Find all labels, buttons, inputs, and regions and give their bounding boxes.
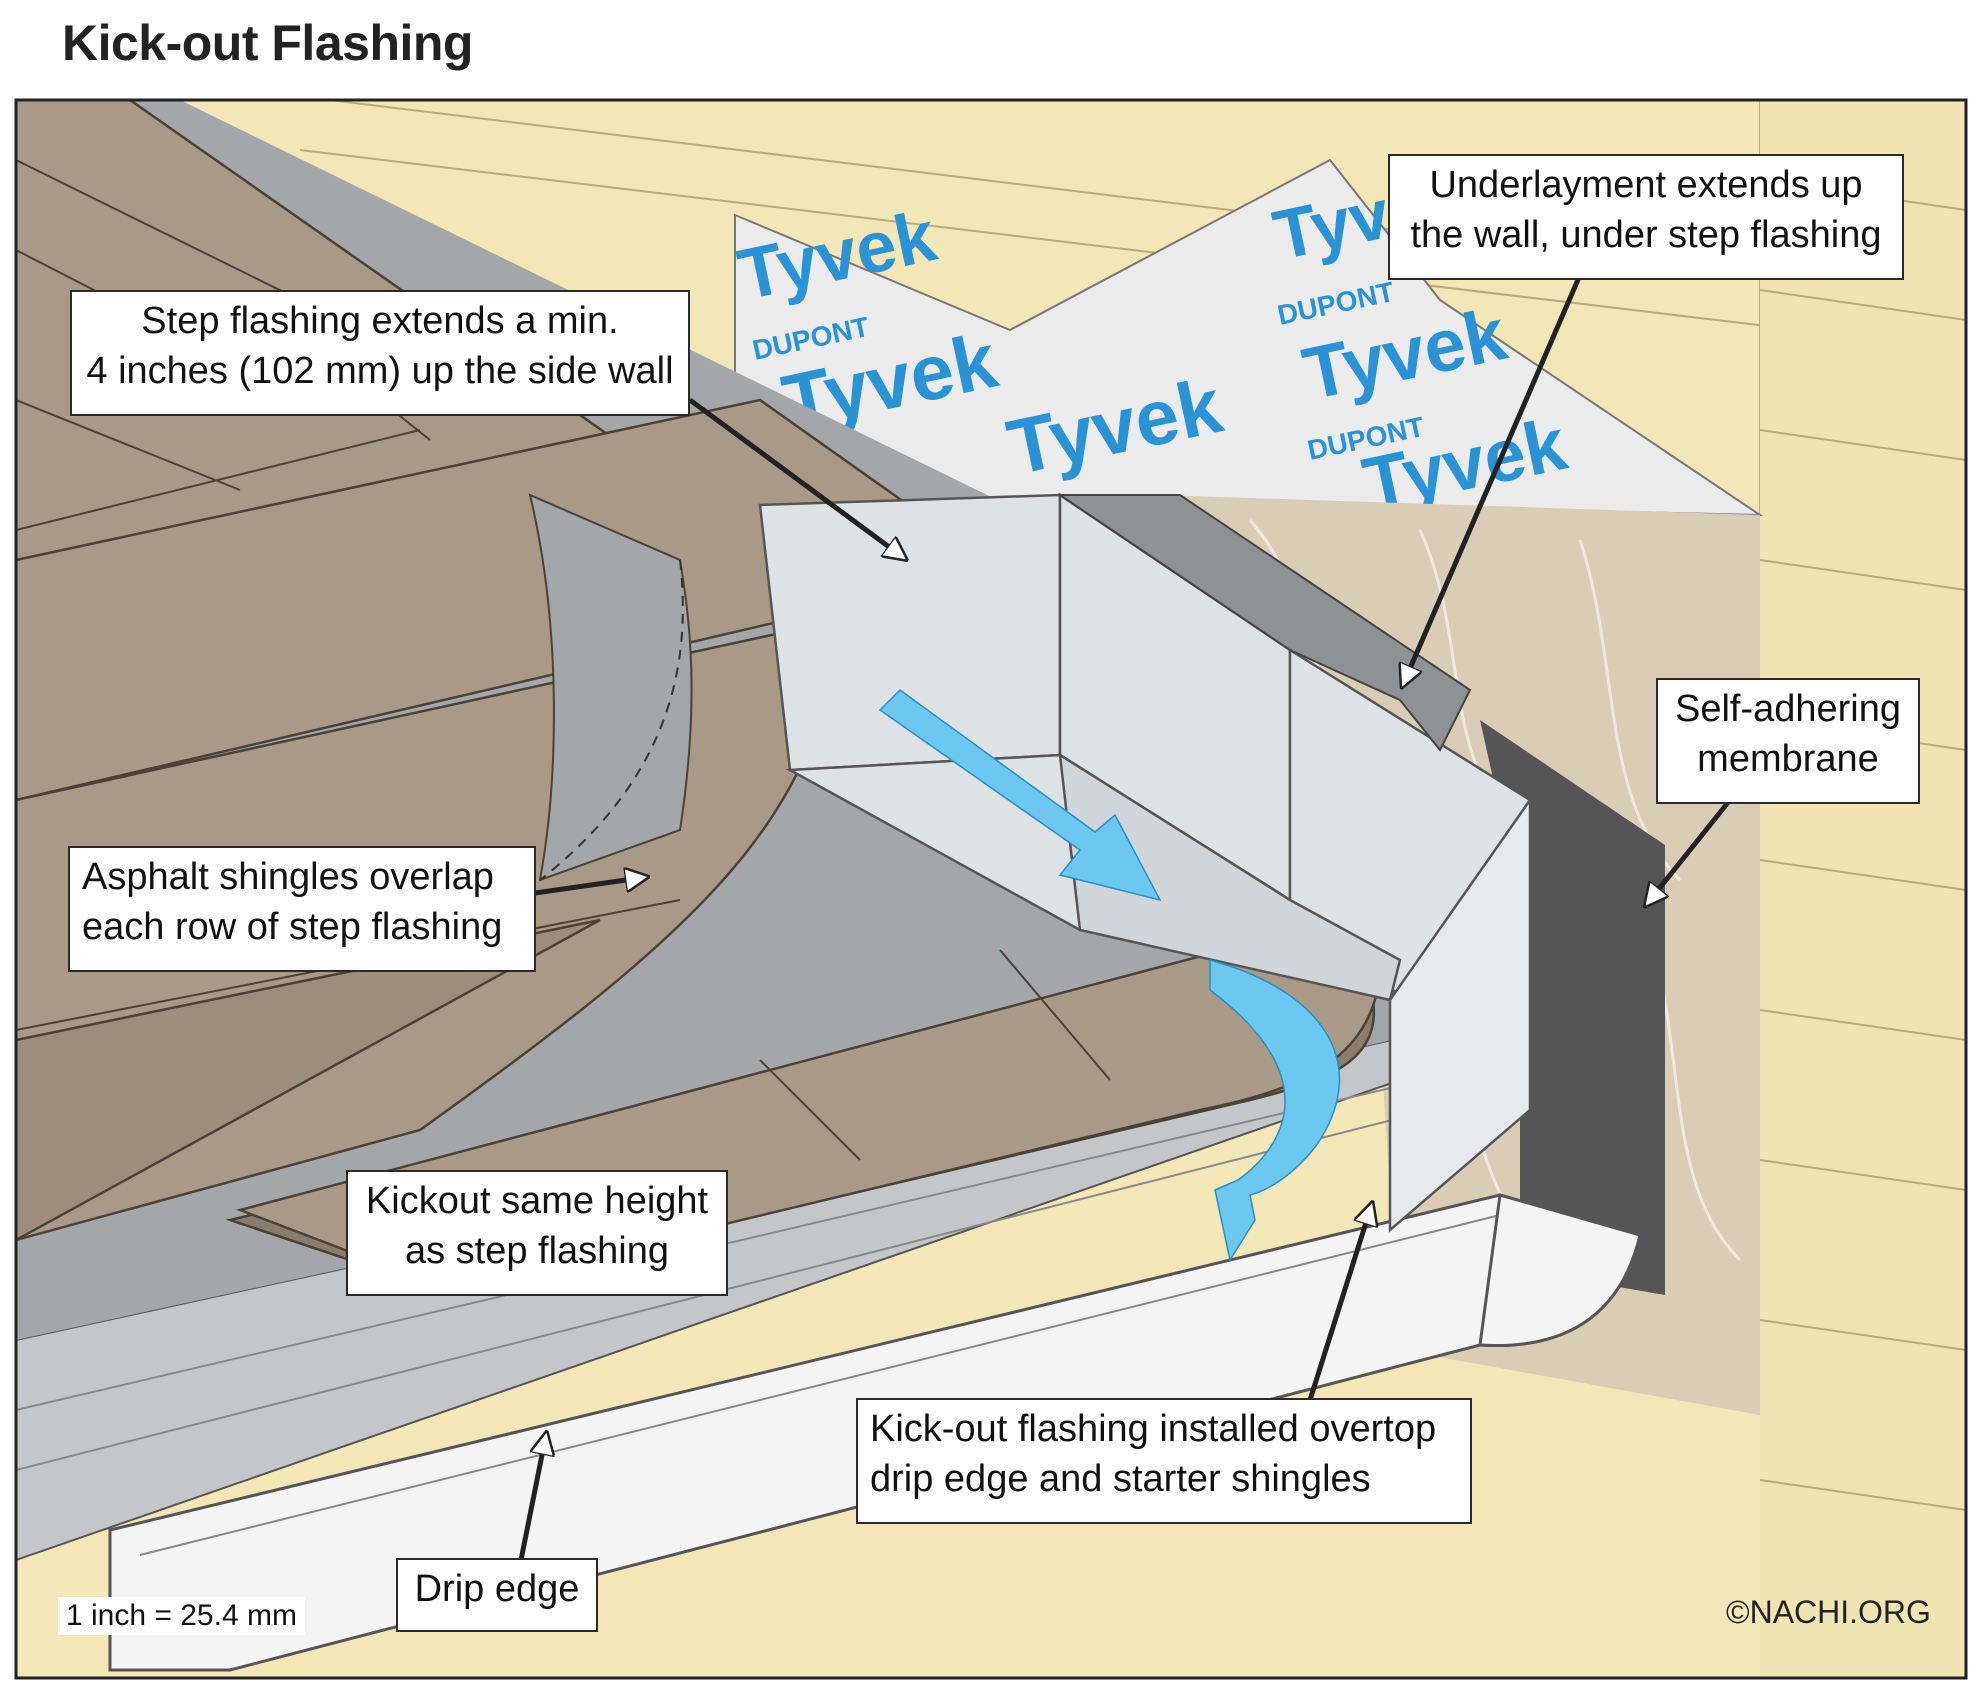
callout-kickout-height-line-2: as step flashing xyxy=(404,1230,670,1272)
water-flow-arrow-upper xyxy=(878,689,1162,902)
leader-self-adhering xyxy=(1650,798,1732,900)
gutter-end-cap xyxy=(1478,1193,1642,1348)
underlayment-edge xyxy=(1056,494,1472,752)
callout-step-flashing: Step flashing extends a min. 4 inches (1… xyxy=(70,290,690,416)
callout-kickout-installed-line-1: Kick-out flashing installed overtop xyxy=(870,1408,1437,1450)
leader-step-flashing xyxy=(688,397,900,555)
callout-underlayment-line-1: Underlayment extends up xyxy=(1429,164,1863,206)
callout-self-adhering-line-2: membrane xyxy=(1697,738,1879,780)
callout-shingles-overlap-line-2: each row of step flashing xyxy=(82,906,503,948)
side-wall-siding xyxy=(1760,100,1966,1678)
callout-shingles-overlap: Asphalt shingles overlap each row of ste… xyxy=(68,846,536,972)
callout-self-adhering-line-1: Self-adhering xyxy=(1674,688,1902,730)
callout-kickout-height: Kickout same height as step flashing xyxy=(346,1170,728,1296)
callout-leaders xyxy=(517,274,1732,1566)
scale-note: 1 inch = 25.4 mm xyxy=(58,1597,305,1635)
callout-kickout-installed-line-2: drip edge and starter shingles xyxy=(870,1458,1371,1500)
callout-kickout-height-line-1: Kickout same height xyxy=(365,1180,709,1222)
callout-underlayment: Underlayment extends up the wall, under … xyxy=(1388,154,1904,280)
leader-drip-edge xyxy=(517,1440,545,1566)
callout-underlayment-line-2: the wall, under step flashing xyxy=(1410,214,1882,256)
callout-step-flashing-line-1: Step flashing extends a min. xyxy=(141,300,619,342)
callout-drip-edge-line-1: Drip edge xyxy=(414,1568,580,1610)
callout-shingles-overlap-line-1: Asphalt shingles overlap xyxy=(82,856,494,898)
leader-shingles xyxy=(534,878,640,896)
callout-self-adhering: Self-adhering membrane xyxy=(1656,678,1920,804)
leader-kickout-installed xyxy=(1307,1210,1370,1401)
copyright-notice: ©NACHI.ORG xyxy=(1726,1594,1931,1630)
callout-kickout-installed: Kick-out flashing installed overtop drip… xyxy=(856,1398,1472,1524)
leader-underlayment xyxy=(1405,274,1583,680)
illustration-frame xyxy=(14,98,1968,1680)
water-flow-arrow-kickout xyxy=(1209,959,1341,1262)
callout-drip-edge: Drip edge xyxy=(396,1558,598,1632)
step-flashing xyxy=(758,492,1532,1233)
page-title: Kick-out Flashing xyxy=(62,15,473,71)
callout-step-flashing-line-2: 4 inches (102 mm) up the side wall xyxy=(86,350,674,392)
